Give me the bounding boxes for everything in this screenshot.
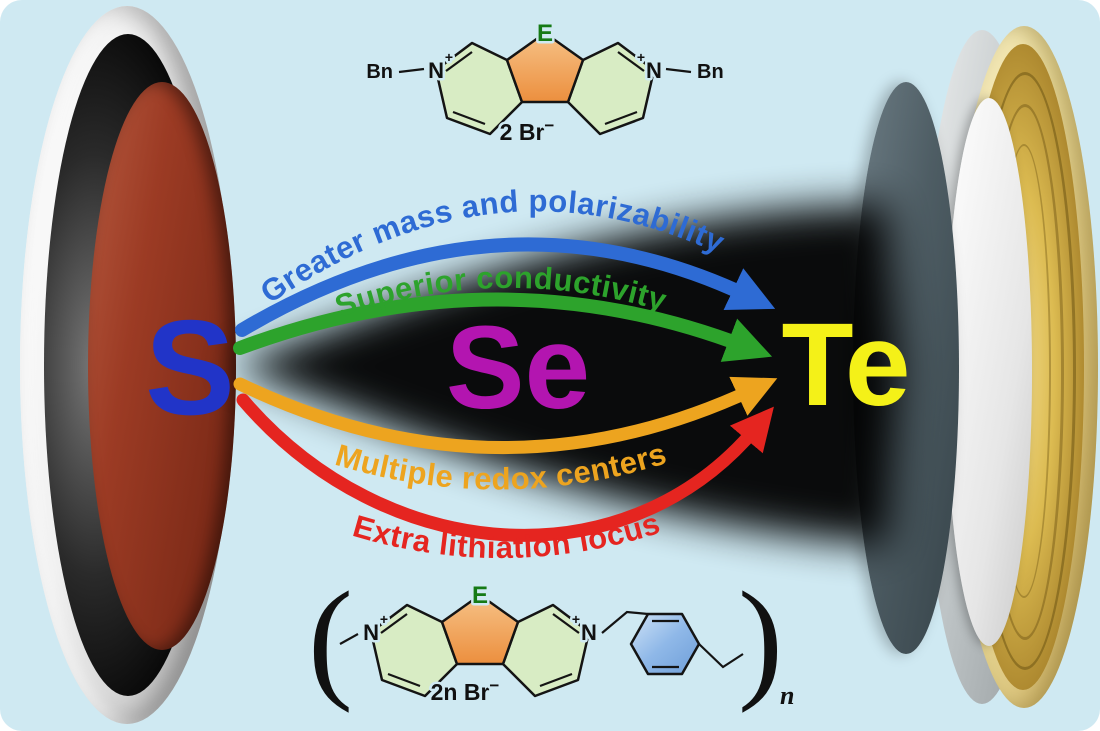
electrolyte-shadow bbox=[230, 204, 900, 546]
monomer-structure: E Bn N + N + Bn 2 Br− bbox=[364, 18, 726, 148]
arrow-mass: Greater mass and polarizability bbox=[235, 183, 776, 337]
right-cell-white-disc bbox=[946, 98, 1032, 646]
arrow-redox-label: Multiple redox centers bbox=[332, 436, 671, 497]
bond bbox=[398, 67, 425, 74]
chalcogen-site-label: E bbox=[537, 20, 553, 47]
counterion-charge: − bbox=[489, 676, 499, 695]
chalcogen-site-label: E bbox=[472, 582, 488, 609]
repeat-bracket-left: ( bbox=[308, 565, 353, 714]
counterion-text: 2n Br bbox=[431, 679, 490, 705]
cathode-disc bbox=[88, 82, 236, 650]
element-se: Se bbox=[446, 302, 590, 434]
arrow-redox: Multiple redox centers bbox=[233, 376, 778, 497]
arrow-conductivity-label: Superior conductivity bbox=[331, 260, 671, 324]
phenylene-ring bbox=[629, 612, 701, 676]
plus-charge: + bbox=[445, 49, 453, 65]
nitrogen-label: N bbox=[428, 58, 444, 83]
counterion-label: 2n Br− bbox=[431, 676, 500, 705]
polymer-structure: ( E N + N + ) n 2n Br− bbox=[308, 565, 794, 714]
plus-charge: + bbox=[572, 611, 580, 627]
methylene-bond bbox=[601, 610, 649, 634]
arrow-mass-line bbox=[235, 237, 776, 337]
arrow-lithiation-label: Extra lithiation locus bbox=[349, 505, 664, 565]
benzyl-label: Bn bbox=[366, 61, 393, 83]
separator-disc bbox=[853, 82, 959, 654]
plus-charge: + bbox=[380, 611, 388, 627]
arrow-redox-line bbox=[233, 376, 778, 454]
plus-charge: + bbox=[637, 49, 645, 65]
nitrogen-label: N bbox=[581, 620, 597, 645]
nitrogen-label: N bbox=[363, 620, 379, 645]
methylene-bond bbox=[698, 643, 744, 669]
nitrogen-label: N bbox=[646, 58, 662, 83]
bond bbox=[339, 633, 359, 645]
arrow-conductivity-line bbox=[233, 292, 773, 362]
benzyl-label: Bn bbox=[697, 61, 724, 83]
repeat-subscript: n bbox=[780, 681, 794, 710]
tricyclic-core bbox=[369, 593, 591, 698]
arrow-conductivity: Superior conductivity bbox=[233, 260, 773, 362]
repeat-bracket-right: ) bbox=[738, 565, 783, 714]
counterion-text: 2 Br bbox=[500, 119, 545, 145]
counterion-charge: − bbox=[544, 116, 554, 135]
arrow-lithiation-line bbox=[236, 393, 774, 542]
counterion-label: 2 Br− bbox=[500, 116, 555, 145]
arrow-lithiation: Extra lithiation locus bbox=[236, 393, 774, 565]
tricyclic-core bbox=[434, 31, 656, 136]
bond bbox=[665, 67, 692, 74]
arrow-mass-label: Greater mass and polarizability bbox=[254, 183, 730, 310]
